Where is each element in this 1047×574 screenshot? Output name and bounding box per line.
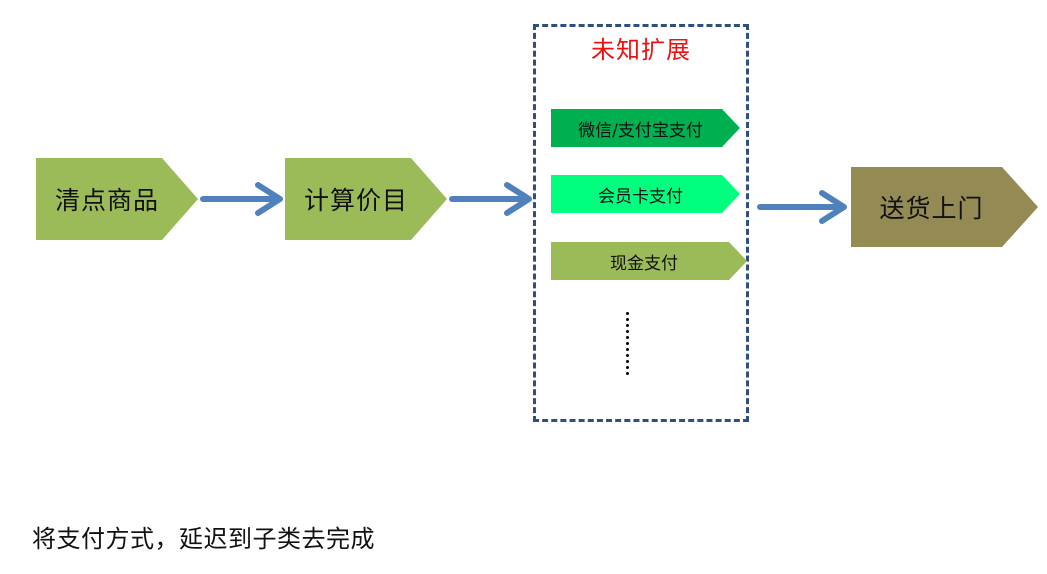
payment-member-card-label: 会员卡支付 [598, 186, 683, 207]
right-arrow-icon [200, 182, 283, 216]
extension-title: 未知扩展 [591, 36, 691, 64]
right-arrow-icon [757, 190, 847, 224]
payment-cash: 现金支付 [551, 242, 747, 280]
step-deliver: 送货上门 [851, 167, 1038, 247]
payment-wechat-alipay-label: 微信/支付宝支付 [578, 120, 703, 141]
payment-wechat-alipay: 微信/支付宝支付 [551, 109, 740, 147]
step-calc-price-label: 计算价目 [303, 186, 408, 215]
extension-box [533, 24, 749, 422]
right-arrow-icon [449, 182, 532, 216]
step-count-goods: 清点商品 [36, 158, 198, 240]
payment-cash-label: 现金支付 [610, 253, 678, 274]
footnote: 将支付方式，延迟到子类去完成 [32, 525, 375, 553]
payment-member-card: 会员卡支付 [551, 175, 740, 213]
step-count-goods-label: 清点商品 [54, 186, 159, 215]
step-deliver-label: 送货上门 [879, 194, 984, 223]
step-calc-price: 计算价目 [285, 158, 447, 240]
vertical-ellipsis-icon [624, 312, 630, 380]
